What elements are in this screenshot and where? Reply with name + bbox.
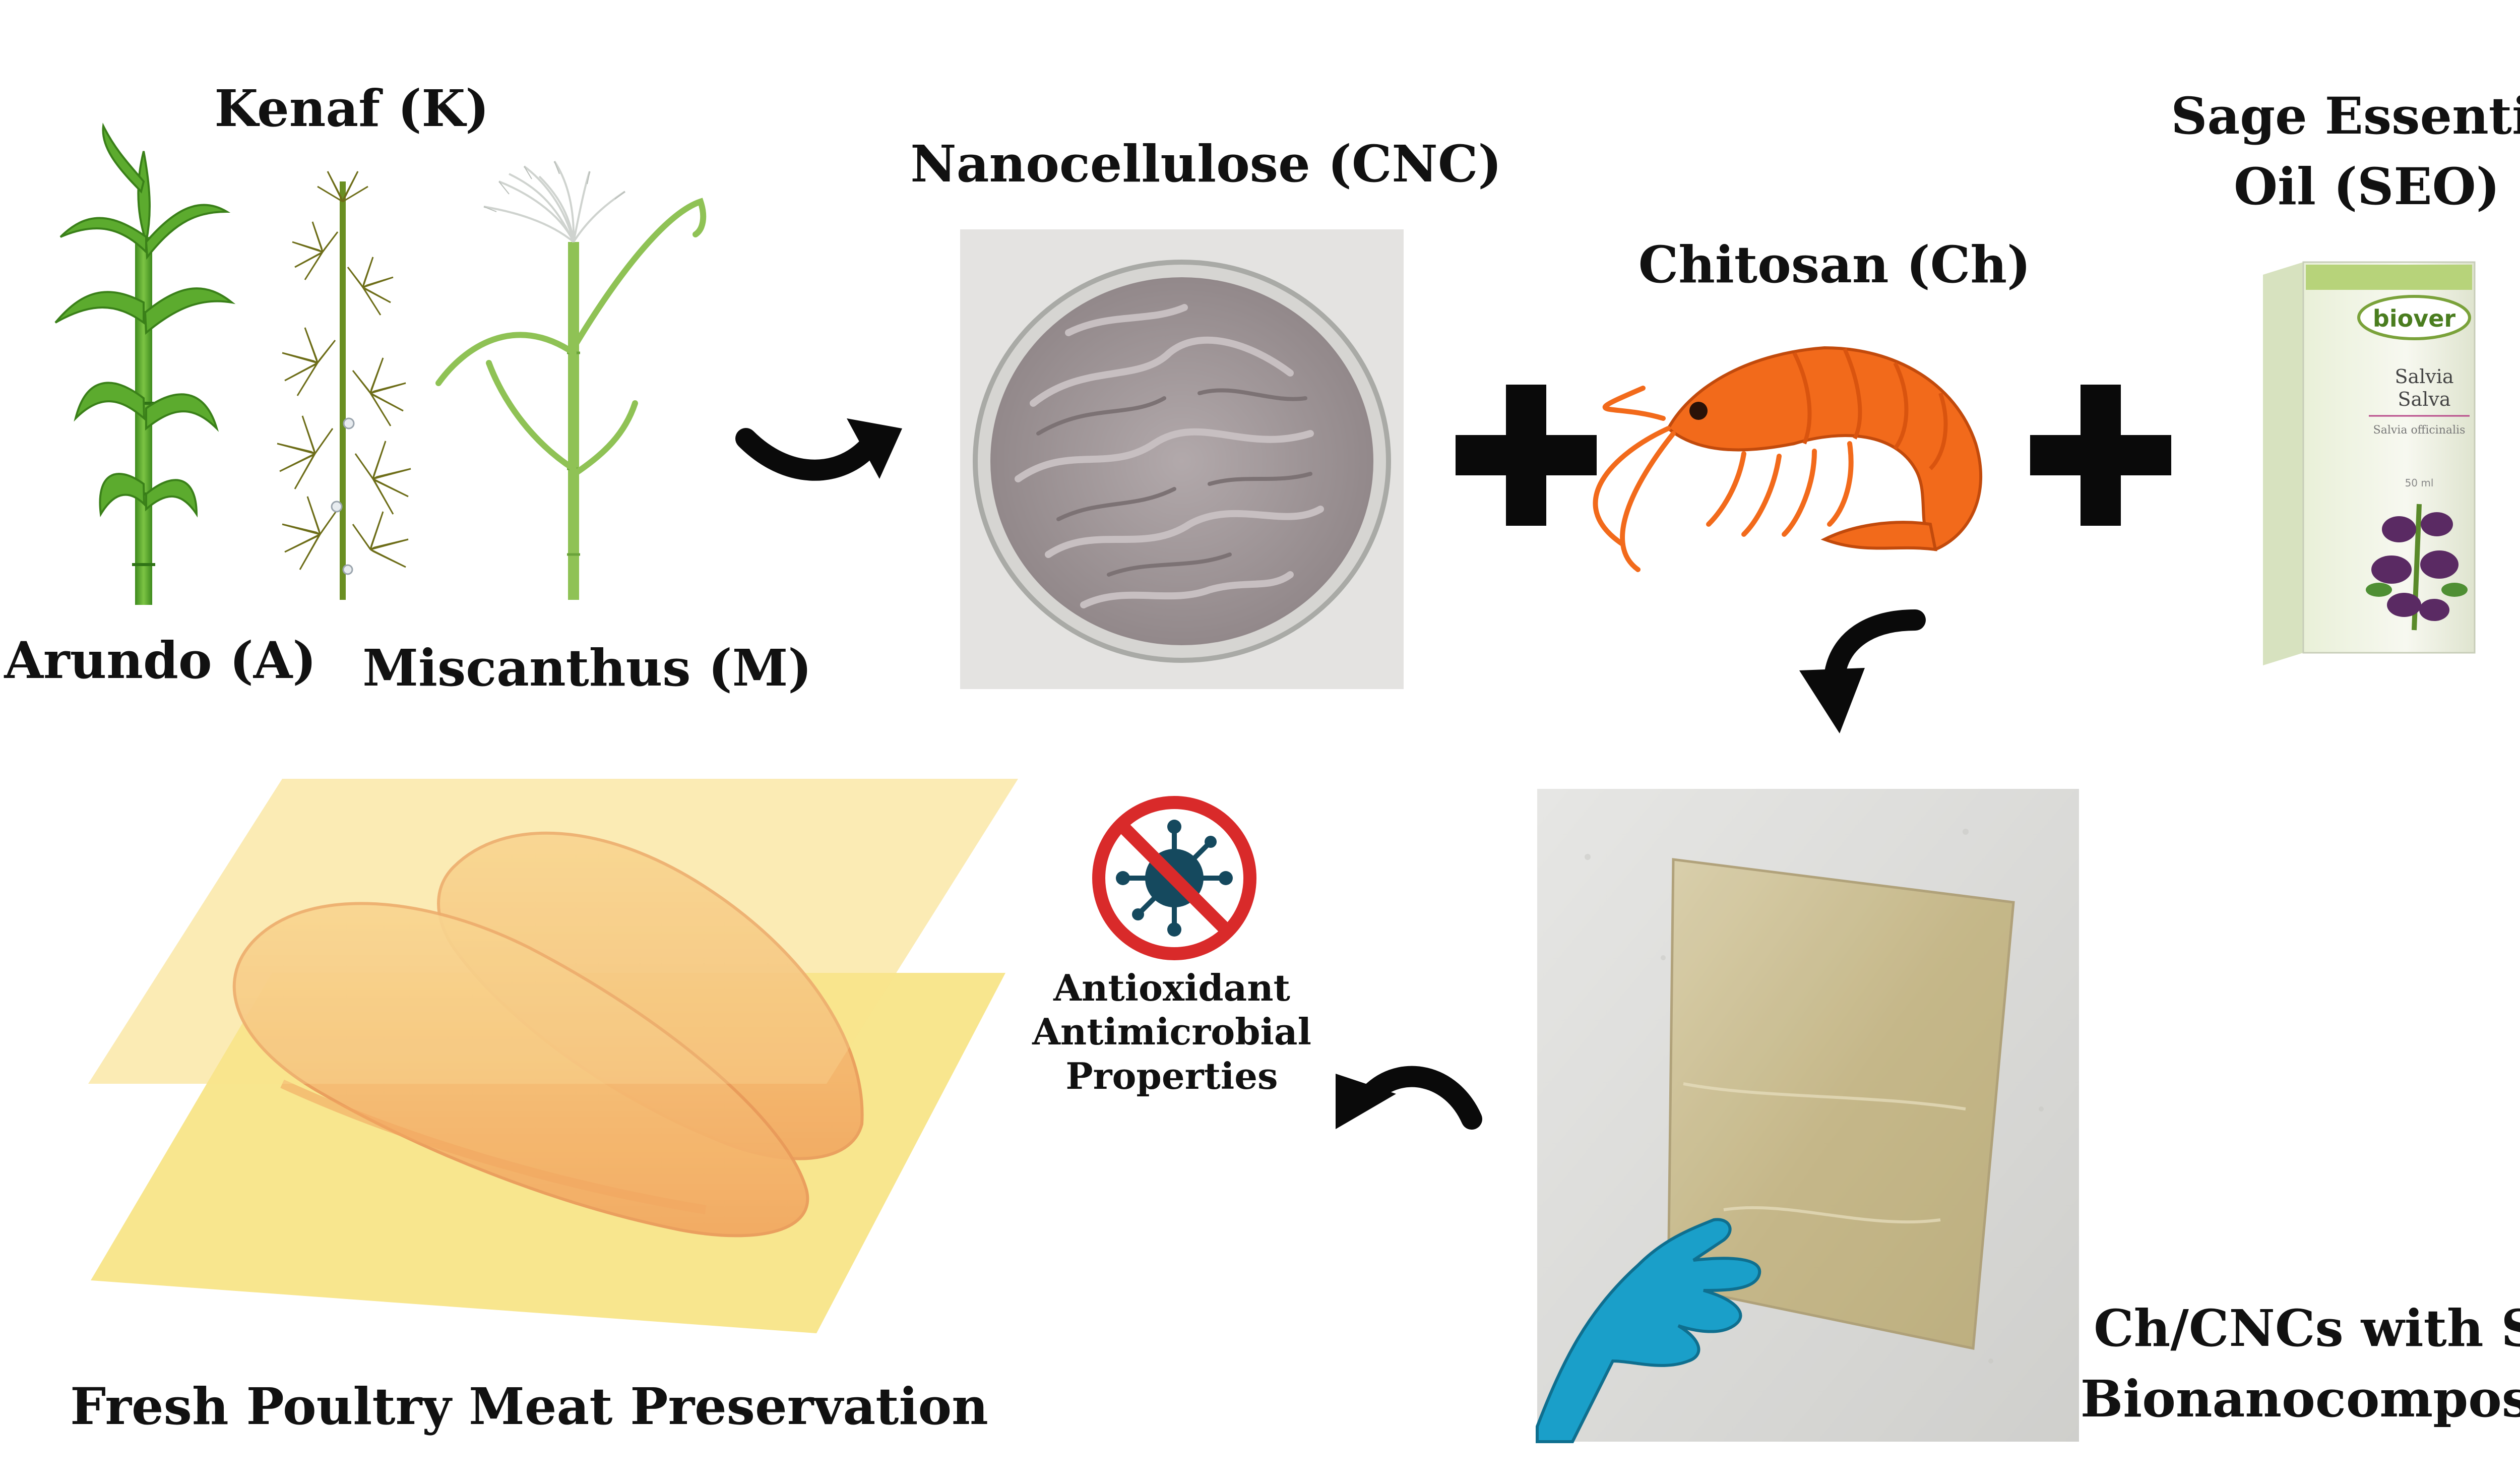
shrimp-illustration [1593, 346, 1983, 572]
poultry-meat-packaging-illustration [88, 779, 1018, 1333]
sage-oil-product-box: biover Salvia Salva Salvia officinalis 5… [2263, 261, 2476, 665]
sage-label-line1: Sage Essential [2171, 86, 2520, 146]
bionanocomposite-film-photo [1536, 789, 2079, 1443]
miscanthus-label: Miscanthus (M) [362, 638, 811, 698]
application-label: Fresh Poultry Meat Preservation [70, 1377, 988, 1436]
plus-icon [1456, 385, 1597, 526]
curved-arrow-icon [1799, 609, 1926, 733]
product-volume: 50 ml [2405, 477, 2434, 489]
no-microbe-icon [1092, 796, 1256, 960]
nanocellulose-petri-dish-photo [960, 229, 1404, 689]
kenaf-plant-illustration [277, 171, 411, 600]
sage-flower-icon [2366, 504, 2468, 631]
properties-label-line3: Properties [1065, 1055, 1278, 1097]
product-name-line2: Salva [2398, 388, 2451, 410]
sage-label-line2: Oil (SEO) [2234, 157, 2500, 216]
curved-arrow-icon [1336, 1066, 1482, 1130]
film-label-line2: Bionanocomposites [2081, 1369, 2520, 1429]
product-latin-name: Salvia officinalis [2373, 424, 2466, 437]
curved-arrow-icon [735, 418, 902, 481]
kenaf-label: Kenaf (K) [214, 79, 489, 138]
film-label-line1: Ch/CNCs with SEO [2094, 1298, 2520, 1358]
plus-icon [2030, 385, 2171, 526]
product-brand: biover [2373, 305, 2455, 332]
miscanthus-plant-illustration [435, 160, 707, 600]
arundo-plant-illustration [54, 122, 236, 605]
arundo-label: Arundo (A) [4, 631, 316, 690]
product-name-line1: Salvia [2395, 365, 2453, 388]
properties-label-line1: Antioxidant [1053, 966, 1290, 1009]
nanocellulose-label: Nanocellulose (CNC) [910, 134, 1501, 194]
chitosan-label: Chitosan (Ch) [1639, 235, 2031, 294]
properties-label-line2: Antimicrobial [1032, 1010, 1311, 1053]
